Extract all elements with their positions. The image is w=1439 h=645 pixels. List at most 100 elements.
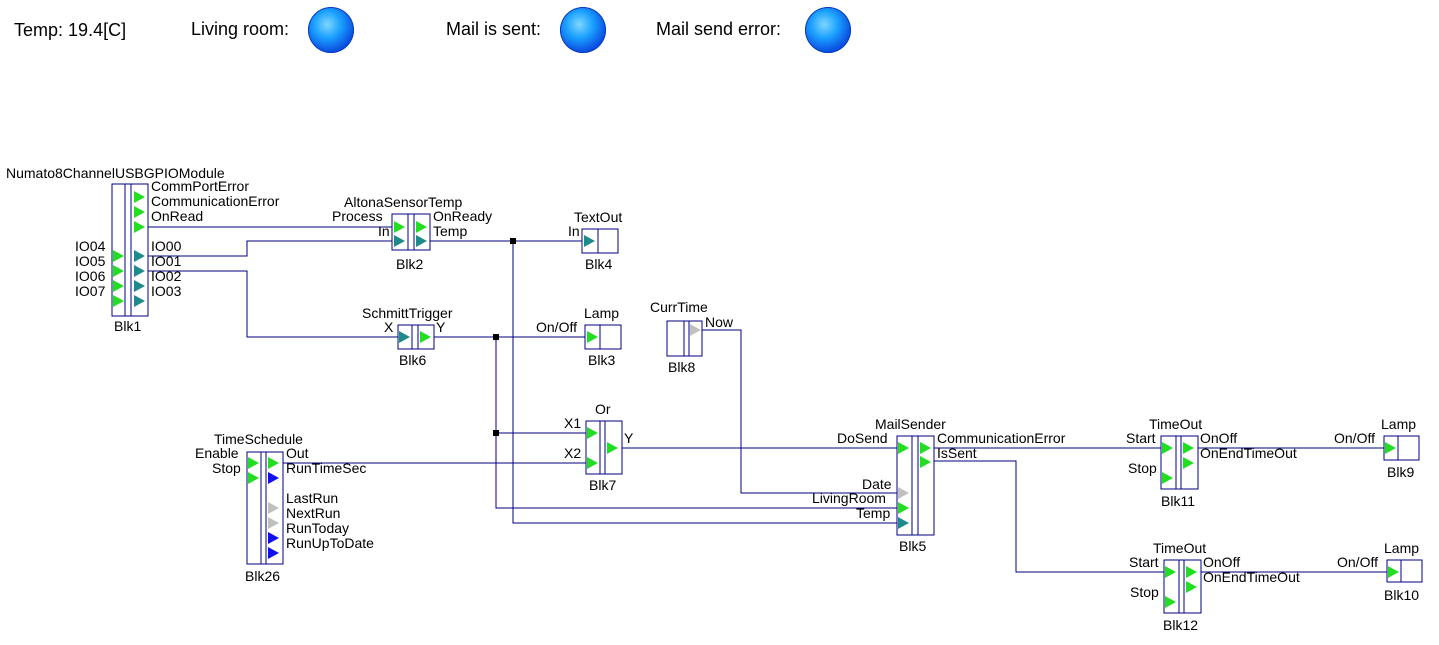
port-green[interactable] [113, 280, 124, 292]
wire-io02-schmitt[interactable] [148, 270, 398, 338]
block-timeschedule-blk26[interactable]: TimeSchedule Blk26 Enable Stop Out RunTi… [195, 431, 374, 584]
port-green[interactable] [1165, 596, 1176, 608]
port-label: In [568, 223, 580, 239]
port-blue[interactable] [268, 547, 279, 559]
mail-sent-label: Mail is sent: [446, 19, 542, 39]
port-label: IO04 [75, 238, 106, 254]
wire-issent-start[interactable] [934, 460, 1164, 573]
port-green[interactable] [920, 442, 931, 454]
block-timeout-blk11[interactable]: TimeOut Blk11 Start Stop OnOff OnEndTime… [1126, 416, 1297, 509]
wire-temp-mailsender[interactable] [512, 241, 897, 524]
port-label: RunTimeSec [286, 460, 366, 476]
port-green[interactable] [898, 502, 909, 514]
block-name-label: Blk1 [114, 318, 141, 334]
port-label: IO00 [151, 238, 182, 254]
port-green[interactable] [394, 221, 405, 233]
port-teal[interactable] [399, 331, 410, 343]
port-green[interactable] [416, 221, 427, 233]
port-green[interactable] [1186, 581, 1197, 593]
port-green[interactable] [248, 457, 259, 469]
block-name-label: Blk8 [668, 359, 695, 375]
block-type-label: TimeOut [1149, 416, 1202, 432]
port-gray[interactable] [690, 324, 701, 336]
port-green[interactable] [1186, 566, 1197, 578]
port-green[interactable] [248, 472, 259, 484]
port-green[interactable] [587, 427, 598, 439]
wire-schmitt-livingroom[interactable] [495, 337, 897, 509]
block-name-label: Blk9 [1387, 464, 1414, 480]
port-label: Date [862, 476, 892, 492]
port-green[interactable] [1162, 472, 1173, 484]
port-teal[interactable] [134, 280, 145, 292]
port-label: Start [1126, 430, 1156, 446]
port-gray[interactable] [898, 487, 909, 499]
temp-label: Temp: [14, 20, 64, 40]
block-currtime-blk8[interactable]: CurrTime Blk8 Now [650, 299, 734, 375]
block-name-label: Blk12 [1163, 617, 1198, 633]
port-green[interactable] [134, 191, 145, 203]
block-name-label: Blk4 [585, 256, 612, 272]
port-green[interactable] [587, 457, 598, 469]
block-schmitt-blk6[interactable]: SchmittTrigger Blk6 X Y [362, 305, 453, 368]
port-green[interactable] [134, 221, 145, 233]
port-green[interactable] [607, 442, 618, 454]
temp-value: 19.4[C] [68, 20, 127, 40]
port-green[interactable] [898, 442, 909, 454]
block-mailsender-blk5[interactable]: MailSender Blk5 DoSend Date LivingRoom T… [812, 416, 1066, 554]
port-green[interactable] [1388, 566, 1399, 578]
port-green[interactable] [420, 331, 431, 343]
port-green[interactable] [113, 265, 124, 277]
port-label: Stop [1128, 460, 1157, 476]
port-gray[interactable] [268, 502, 279, 514]
block-type-label: CurrTime [650, 299, 708, 315]
block-timeout-blk12[interactable]: TimeOut Blk12 Start Stop OnOff OnEndTime… [1129, 540, 1300, 633]
port-green[interactable] [268, 457, 279, 469]
block-numato-blk1[interactable]: Numato8ChannelUSBGPIOModule Blk1 CommPor… [6, 165, 280, 334]
port-green[interactable] [113, 250, 124, 262]
port-green[interactable] [1183, 442, 1194, 454]
port-teal[interactable] [134, 250, 145, 262]
port-teal[interactable] [584, 235, 595, 247]
port-label: X [384, 319, 394, 335]
port-gray[interactable] [268, 517, 279, 529]
living-room-led-indicator [308, 7, 354, 53]
port-label: Stop [1130, 584, 1159, 600]
port-teal[interactable] [394, 235, 405, 247]
block-name-label: Blk5 [899, 538, 926, 554]
port-label: X2 [564, 445, 581, 461]
port-teal[interactable] [134, 265, 145, 277]
port-label: Start [1129, 554, 1159, 570]
port-green[interactable] [134, 206, 145, 218]
port-label: RunToday [286, 520, 349, 536]
wire-io01-in[interactable] [148, 240, 392, 257]
block-lamp-blk3[interactable]: Lamp Blk3 On/Off [536, 305, 622, 368]
port-label: DoSend [837, 430, 888, 446]
block-type-label: AltonaSensorTemp [344, 194, 463, 210]
port-green[interactable] [1183, 457, 1194, 469]
port-green[interactable] [1165, 566, 1176, 578]
port-label: OnEndTimeOut [1203, 569, 1300, 585]
port-teal[interactable] [898, 517, 909, 529]
port-green[interactable] [1162, 442, 1173, 454]
wires [148, 226, 1387, 573]
wire-now-date[interactable] [702, 329, 897, 494]
block-or-blk7[interactable]: Or Blk7 X1 X2 Y [564, 401, 634, 493]
block-lamp-blk9[interactable]: Lamp Blk9 On/Off [1334, 416, 1420, 480]
port-green[interactable] [1385, 442, 1396, 454]
block-type-label: Numato8ChannelUSBGPIOModule [6, 165, 225, 181]
block-lamp-blk10[interactable]: Lamp Blk10 On/Off [1337, 540, 1423, 603]
port-green[interactable] [587, 331, 598, 343]
port-teal[interactable] [134, 295, 145, 307]
block-type-label: TimeSchedule [214, 431, 303, 447]
port-label: IO06 [75, 268, 106, 284]
port-teal[interactable] [416, 235, 427, 247]
port-blue[interactable] [268, 472, 279, 484]
port-green[interactable] [920, 456, 931, 468]
port-green[interactable] [113, 295, 124, 307]
block-textout-blk4[interactable]: TextOut Blk4 In [568, 209, 622, 272]
block-altona-blk2[interactable]: AltonaSensorTemp Blk2 Process In OnReady… [332, 194, 492, 272]
port-blue[interactable] [268, 532, 279, 544]
block-name-label: Blk3 [588, 352, 615, 368]
living-room-label: Living room: [191, 19, 290, 39]
port-label: IO02 [151, 268, 182, 284]
